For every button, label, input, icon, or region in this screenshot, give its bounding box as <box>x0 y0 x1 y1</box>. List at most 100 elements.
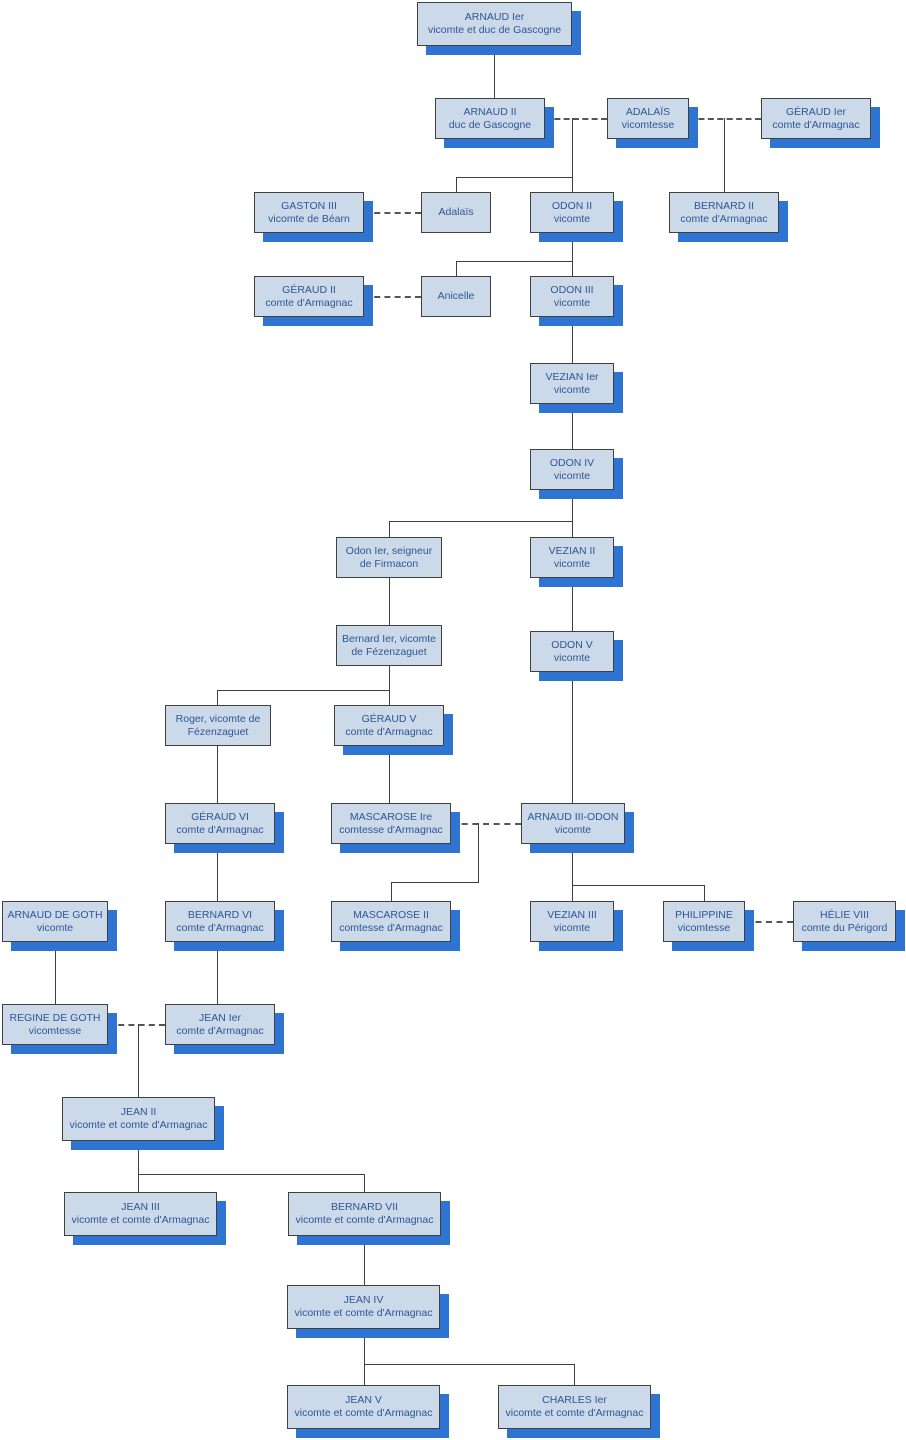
connector-arnaud2-adalais-marriage <box>545 118 607 120</box>
person-name: HÉLIE VIII <box>819 908 870 921</box>
person-title: vicomte <box>553 557 591 570</box>
person-name: PHILIPPINE <box>675 908 733 921</box>
person-name: Odon Ier, seigneur <box>345 544 433 557</box>
connector-bernard1-fork-h <box>217 690 390 691</box>
connector-adalais-geraud1-marriage <box>689 118 761 120</box>
connector-jean2-fork-h <box>138 1174 365 1175</box>
person-title: comte d'Armagnac <box>176 921 264 934</box>
connector-arnaud3-fork-h <box>572 885 705 886</box>
connector-marriage-drop-h <box>391 882 479 883</box>
person-title: comtesse d'Armagnac <box>339 823 443 836</box>
person-title: vicomte <box>553 651 591 664</box>
person-title: vicomte et duc de Gascogne <box>427 24 562 36</box>
person-name: GASTON III <box>281 199 337 212</box>
person-title: comte d'Armagnac <box>265 296 353 309</box>
connector-arnaud-goth-to-regine <box>55 942 56 1004</box>
person-name: JEAN IV <box>343 1294 384 1307</box>
person-node-adalais_s[interactable]: Adalaïs <box>421 192 491 233</box>
connector-mascarose1-arnaud3-marriage <box>451 823 521 825</box>
connector-jean2-down <box>138 1141 139 1174</box>
person-name: BERNARD VII <box>330 1201 399 1214</box>
person-name: JEAN V <box>345 1394 382 1407</box>
connector-odon3-to-vezian1 <box>572 317 573 363</box>
person-title: vicomte <box>553 469 591 482</box>
person-name: BERNARD II <box>693 199 755 212</box>
connector-arnaud3-to-vezian3-v <box>572 885 573 901</box>
person-name: ARNAUD III-ODON <box>527 810 619 823</box>
person-name: Adalaïs <box>438 206 474 219</box>
person-title: vicomte <box>553 921 591 934</box>
connector-bernard7-to-jean4 <box>364 1236 365 1285</box>
person-node-anicelle[interactable]: Anicelle <box>421 276 491 317</box>
connector-arnaud3-down <box>572 844 573 885</box>
person-title: de Fézenzaguet <box>351 645 427 658</box>
connector-bernard6-to-jean1 <box>217 942 218 1004</box>
connector-geraud6-to-bernard6 <box>217 844 218 901</box>
person-title: vicomte de Béarn <box>268 212 350 225</box>
person-title: vicomte et comte d'Armagnac <box>71 1214 210 1226</box>
person-name: ADALAÏS <box>625 105 671 118</box>
person-name: ODON III <box>550 283 594 296</box>
person-name: Roger, vicomte de <box>175 712 261 725</box>
person-title: vicomte et comte d'Armagnac <box>295 1214 434 1226</box>
person-title: de Firmacon <box>359 557 419 570</box>
connector-bernard1-fork-right-v <box>389 690 390 705</box>
person-name: ODON V <box>551 638 593 651</box>
person-name: VEZIAN Ier <box>545 370 599 383</box>
person-title: comtesse d'Armagnac <box>339 921 443 934</box>
connector-geraud5-to-mascarose1 <box>389 746 390 803</box>
person-title: vicomte <box>553 212 591 225</box>
person-name: ARNAUD DE GOTH <box>7 908 103 921</box>
person-title: vicomte et comte d'Armagnac <box>294 1307 433 1319</box>
person-title: comte d'Armagnac <box>680 212 768 225</box>
person-name: VEZIAN III <box>547 908 597 921</box>
person-name: ODON II <box>551 199 593 212</box>
person-name: BERNARD VI <box>187 908 253 921</box>
connector-philippine-helie-marriage <box>745 921 793 923</box>
person-title: Fézenzaguet <box>187 725 249 738</box>
person-title: duc de Gascogne <box>448 118 532 131</box>
connector-arnaud1-down <box>494 46 495 98</box>
connector-odon4-fork-left-v <box>389 521 390 537</box>
person-name: MASCAROSE II <box>353 908 429 921</box>
connector-jean4-fork-h <box>364 1364 575 1365</box>
connector-bernard1-down <box>389 666 390 705</box>
connector-jean4-fork-right-v <box>574 1364 575 1385</box>
person-title: comte d'Armagnac <box>176 1024 264 1037</box>
person-name: REGINE DE GOTH <box>9 1011 101 1024</box>
